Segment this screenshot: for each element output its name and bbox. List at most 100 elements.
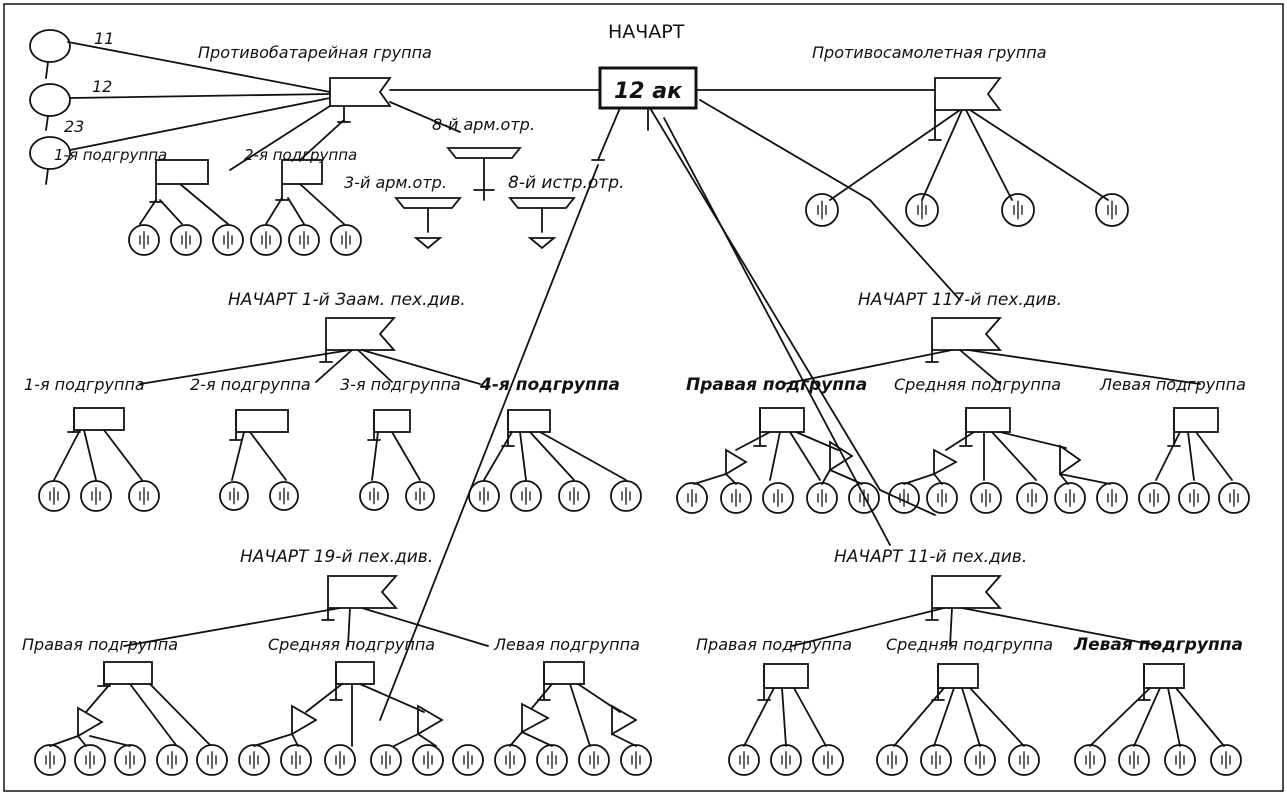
gun-icon-mark [1107,200,1117,220]
gun-icon [536,744,568,776]
gun-icon [510,480,542,512]
gun-icon-mark [1229,489,1239,507]
gun-icon-mark [279,487,289,505]
gun-icon-mark [887,751,897,769]
gun-icon-mark [125,751,135,769]
gun-icon [805,193,839,227]
gun-icon-mark [49,487,59,505]
gun-icon [1218,482,1250,514]
gun-icon [288,224,320,256]
gun-icon [170,224,202,256]
gun-icon-mark [781,751,791,769]
gun-icon-mark [229,487,239,505]
gun-icon [412,744,444,776]
div1-sub-flags [53,407,627,481]
balloon-label-1: 11 [94,29,114,48]
counter-battery-title: Противобатарейная группа [198,43,432,62]
hq-box [591,66,698,161]
gun-icon [370,744,402,776]
div3-sub-label-3: Левая подгруппа [493,635,640,654]
gun-icon-mark [369,487,379,505]
gun-icon [405,481,435,511]
gun-icon [1118,744,1150,776]
gun-icon-mark [931,751,941,769]
gun-icon [578,744,610,776]
gun-icon [888,482,920,514]
gun-icon [1001,193,1035,227]
gun-icon-mark [731,489,741,507]
cb-subgroup-label-1: 1-я подгруппа [54,146,167,164]
gun-icon-mark [521,487,531,505]
gun-icon-mark [773,489,783,507]
gun-icon [812,744,844,776]
gun-icon-mark [335,751,345,769]
gun-icon [1008,744,1040,776]
gun-icon [212,224,244,256]
aviation-label-2: 3-й арм.отр. [344,173,447,192]
gun-icon-mark [547,751,557,769]
hq-box-label: 12 ак [614,79,683,104]
gun-icon [38,480,70,512]
gun-icon-mark [341,231,351,249]
gun-icon-mark [1019,751,1029,769]
gun-icon-mark [739,751,749,769]
gun-icon [80,480,112,512]
balloon-icon-2 [29,83,71,131]
gun-icon-mark [1027,489,1037,507]
gun-icon [330,224,362,256]
gun-icon [324,744,356,776]
gun-icon-mark [817,489,827,507]
gun-icon [1096,482,1128,514]
gun-icon-mark [1085,751,1095,769]
gun-icon [770,744,802,776]
gun-icon [74,744,106,776]
balloon-icon-3 [29,136,71,185]
division-4-title: НАЧАРТ 11-й пех.див. [834,547,1027,567]
gun-icon [238,744,270,776]
gun-icon [219,481,249,511]
gun-icon-mark [167,751,177,769]
gun-icon [250,224,282,256]
div4-sub-label-3: Левая подгруппа [1073,635,1243,655]
gun-icon [114,744,146,776]
gun-icon-mark [687,489,697,507]
gun-icon [926,482,958,514]
gun-icon-mark [299,231,309,249]
gun-icon-mark [1013,200,1023,220]
gun-icon-mark [91,487,101,505]
gun-icon-mark [223,231,233,249]
gun-icon [359,481,389,511]
gun-icon-mark [505,751,515,769]
div4-sub-label-1: Правая подгруппа [696,635,852,654]
gun-icon [920,744,952,776]
gun-icon [128,480,160,512]
cb-guns [128,224,362,256]
gun-icon-mark [45,751,55,769]
gun-icon-mark [899,489,909,507]
cb-subgroup-2 [265,159,345,225]
div3-sub-flags [49,661,638,747]
gun-icon-mark [621,487,631,505]
gun-icon-mark [249,751,259,769]
gun-icon-mark [937,489,947,507]
hq-links [379,89,961,721]
div2-guns [676,482,1250,514]
anti-aircraft-flag [829,77,1109,201]
div2-sub-label-2: Средняя подгруппа [894,375,1061,394]
gun-icon [468,480,500,512]
gun-icon [156,744,188,776]
gun-icon-mark [479,487,489,505]
gun-icon [762,482,794,514]
division-2-flag [783,317,1201,385]
gun-icon-mark [261,231,271,249]
gun-icon [558,480,590,512]
balloon-icon-1 [29,29,71,79]
gun-icon [196,744,228,776]
div3-sub-label-2: Средняя подгруппа [268,635,435,654]
airplane-icon-2 [394,197,462,250]
gun-icon [876,744,908,776]
gun-icon [620,744,652,776]
gun-icon [1178,482,1210,514]
cb-subgroup-1 [139,159,229,225]
